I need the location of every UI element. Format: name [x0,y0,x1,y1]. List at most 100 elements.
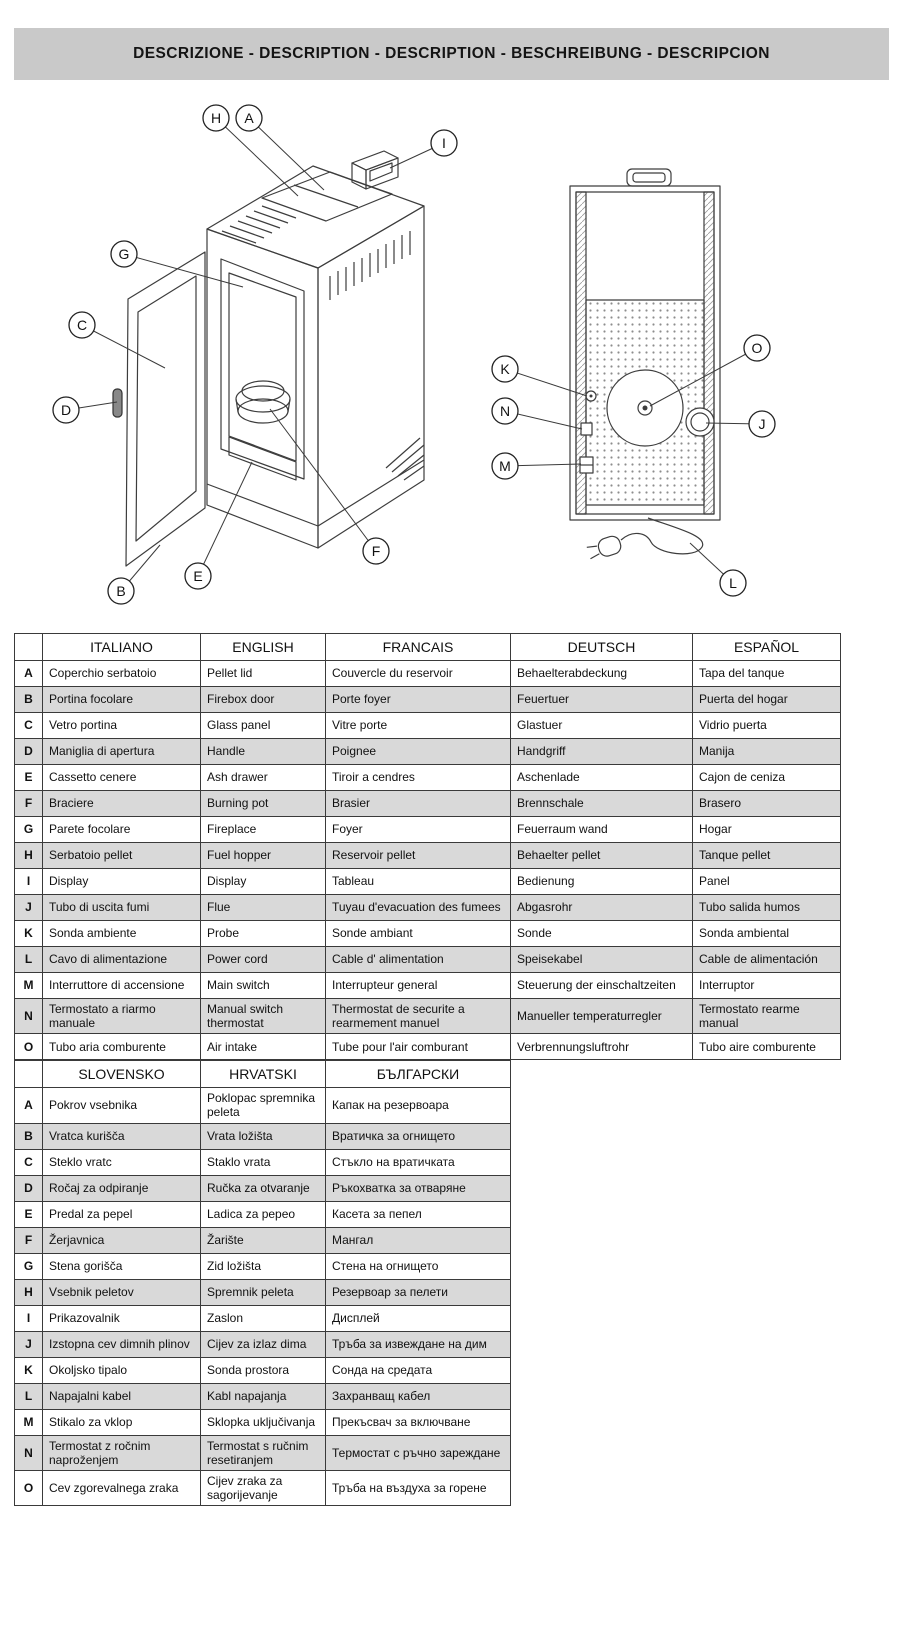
table-cell: Cev zgorevalnega zraka [42,1469,201,1507]
callout-O: O [743,334,771,362]
table-cell: Stikalo za vklop [42,1408,201,1436]
table-cell: Parete focolare [42,816,201,843]
table-cell: Display [42,868,201,895]
row-key: N [14,1434,43,1471]
table-cell: Zaslon [200,1304,326,1332]
table-cell: Feuerraum wand [510,816,693,843]
svg-text:J: J [759,416,766,432]
row-key: B [14,686,43,713]
table-cell: Portina focolare [42,686,201,713]
row-key: F [14,790,43,817]
svg-text:M: M [499,458,511,474]
table-cell: Cable de alimentación [692,946,841,973]
table-cell: Air intake [200,1033,326,1061]
table-cell: Thermostat de securite a rearmement manu… [325,997,511,1035]
table-cell: Дисплей [325,1304,511,1332]
row-key: I [14,868,43,895]
row-key: H [14,1278,43,1306]
svg-text:A: A [244,110,254,126]
table-cell: Braciere [42,790,201,817]
table-cell: Okoljsko tipalo [42,1356,201,1384]
table-cell: Termostat z ročnim naproženjem [42,1434,201,1471]
key-column-header [14,633,43,661]
language-header: HRVATSKI [200,1060,326,1089]
table-cell: Ručka za otvaranje [200,1174,326,1202]
table-cell: Manija [692,738,841,765]
table-cell: Fuel hopper [200,842,326,869]
row-key: J [14,1330,43,1358]
callout-B: B [107,577,135,605]
language-header: БЪЛГАРСКИ [325,1060,511,1089]
row-key: K [14,1356,43,1384]
table-cell: Tableau [325,868,511,895]
callout-leader-line [269,408,377,552]
table-cell: Sonda prostora [200,1356,326,1384]
table-cell: Poklopac spremnika peleta [200,1087,326,1124]
callout-leader-line [215,117,299,197]
row-key: L [14,1382,43,1410]
table-cell: Porte foyer [325,686,511,713]
row-key: G [14,1252,43,1280]
table-cell: Main switch [200,972,326,999]
svg-text:B: B [116,583,125,599]
table-cell: Стена на огнището [325,1252,511,1280]
row-key: I [14,1304,43,1332]
callout-L: L [719,569,747,597]
table-cell: Steklo vratc [42,1148,201,1176]
row-key: G [14,816,43,843]
table-cell: Flue [200,894,326,921]
table-cell: Interruttore di accensione [42,972,201,999]
table-cell: Pellet lid [200,660,326,687]
table-cell: Vitre porte [325,712,511,739]
table-cell: Izstopna cev dimnih plinov [42,1330,201,1358]
table-cell: Probe [200,920,326,947]
svg-text:H: H [211,110,221,126]
table-cell: Speisekabel [510,946,693,973]
callout-leader-line [81,324,166,369]
table-cell: Steuerung der einschaltzeiten [510,972,693,999]
table-cell: Foyer [325,816,511,843]
table-cell: Display [200,868,326,895]
table-cell: Cassetto cenere [42,764,201,791]
table-cell: Стъкло на вратичката [325,1148,511,1176]
svg-text:C: C [77,317,87,333]
callout-leader-line [248,117,325,191]
table-cell: Termostato rearme manual [692,997,841,1035]
table-cell: Predal za pepel [42,1200,201,1228]
table-cell: Hogar [692,816,841,843]
row-key: N [14,997,43,1035]
svg-text:G: G [119,246,130,262]
table-cell: Glastuer [510,712,693,739]
svg-text:K: K [500,361,510,377]
callout-D: D [52,396,80,424]
table-cell: Tubo aire comburente [692,1033,841,1061]
table-cell: Sklopka uključivanja [200,1408,326,1436]
svg-text:N: N [500,403,510,419]
table-cell: Захранващ кабел [325,1382,511,1410]
svg-text:F: F [372,543,381,559]
callout-J: J [748,410,776,438]
table-cell: Vratca kurišča [42,1122,201,1150]
row-key: F [14,1226,43,1254]
page-title: DESCRIZIONE - DESCRIPTION - DESCRIPTION … [133,45,770,62]
row-key: C [14,712,43,739]
table-cell: Тръба на въздуха за горене [325,1469,511,1507]
